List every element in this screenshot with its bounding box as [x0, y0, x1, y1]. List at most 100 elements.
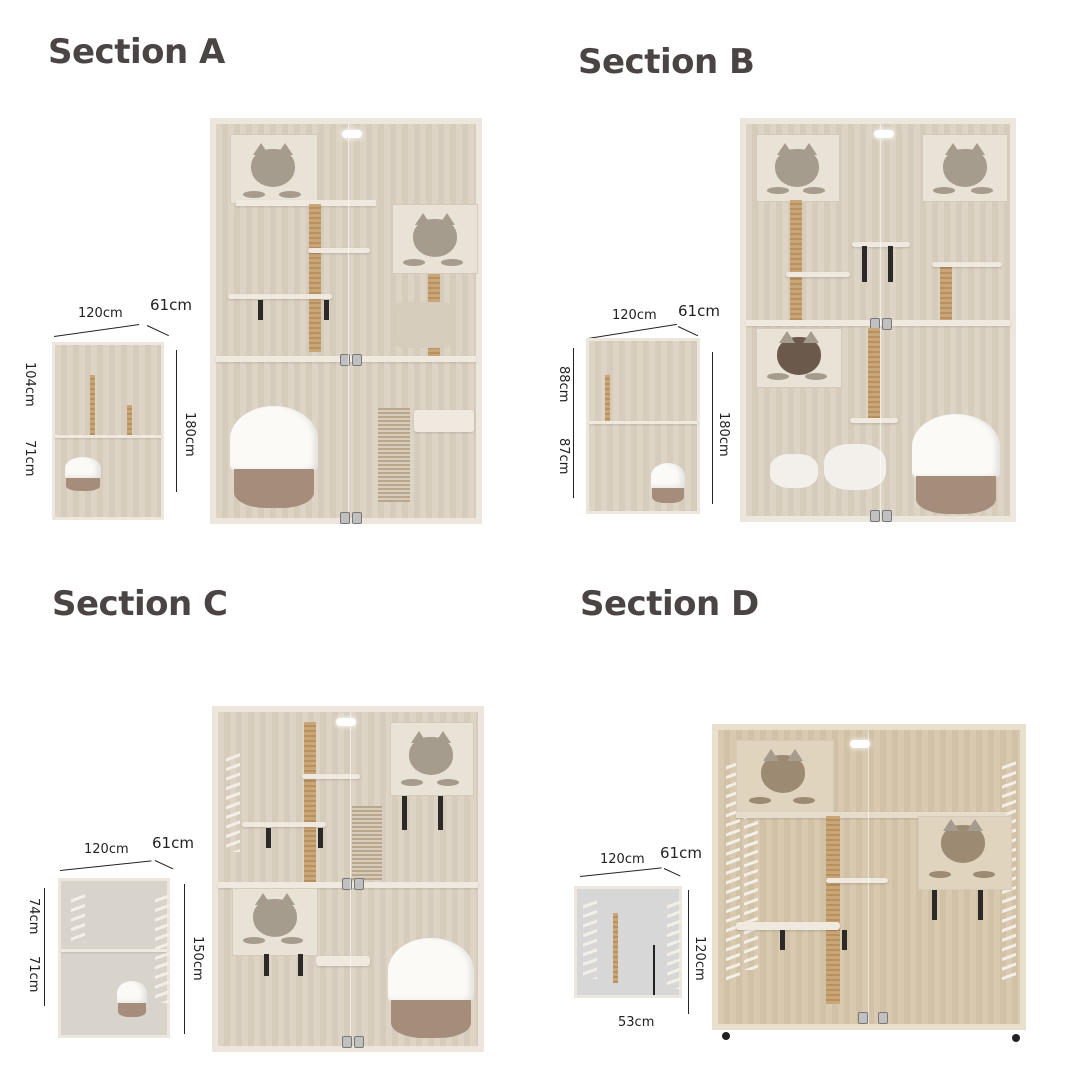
hammock-platform — [242, 822, 326, 827]
cat-house — [392, 204, 478, 274]
scratching-board — [378, 408, 410, 502]
cabinet-thumbnail — [52, 342, 164, 520]
depth-label: 61cm — [152, 834, 194, 852]
platform — [932, 262, 1002, 267]
platform — [826, 878, 888, 883]
cat-head-opening-icon — [409, 731, 453, 775]
lower-height-label: 71cm — [26, 956, 41, 993]
fish-cutout-icon — [401, 779, 423, 786]
cat-head-opening-icon — [253, 893, 297, 937]
scratching-post — [868, 328, 880, 418]
section-a-cabinet — [210, 118, 482, 524]
scratching-board — [352, 806, 382, 880]
fish-cutout-icon — [437, 779, 459, 786]
section-a-title: Section A — [48, 32, 225, 72]
depth-label: 61cm — [660, 844, 702, 862]
cat — [824, 444, 886, 490]
hammock-platform — [736, 922, 840, 930]
depth-arrow — [146, 325, 169, 337]
fish-cutout-icon — [793, 797, 815, 804]
cat-house — [922, 134, 1008, 202]
cat-house — [756, 134, 840, 202]
width-label: 120cm — [84, 842, 129, 857]
scratching-post — [309, 204, 321, 352]
section-b-title: Section B — [578, 42, 755, 82]
ceiling-light — [342, 130, 362, 138]
depth-arrow — [154, 860, 174, 870]
fish-cutout-icon — [767, 187, 789, 194]
wall-platform — [414, 410, 474, 432]
wall-platform — [316, 956, 370, 966]
cat-head-opening-icon — [413, 213, 457, 257]
cat-head-opening-icon — [777, 331, 821, 375]
cabinet-thumbnail — [574, 886, 682, 998]
section-b-cabinet — [740, 118, 1016, 522]
upper-height-label: 104cm — [22, 362, 37, 407]
covered-litter-box — [230, 406, 318, 508]
fish-cutout-icon — [243, 191, 265, 198]
cat-head-opening-icon — [251, 143, 295, 187]
fish-cutout-icon — [281, 937, 303, 944]
height-arrow — [176, 350, 177, 492]
ceiling-light — [336, 718, 356, 726]
cat-house — [918, 816, 1012, 890]
upper-height-label: 88cm — [556, 366, 571, 403]
fish-cutout-icon — [767, 373, 789, 380]
fish-cutout-icon — [441, 259, 463, 266]
clearance-label: 53cm — [618, 1015, 655, 1030]
height-arrow — [688, 890, 689, 1014]
cat-house — [232, 888, 318, 956]
wall-platform — [852, 242, 910, 247]
scratching-post — [826, 816, 840, 1004]
cat-head-opening-icon — [941, 819, 985, 863]
width-arrow — [579, 867, 662, 877]
total-height-label: 180cm — [716, 412, 731, 457]
fish-cutout-icon — [805, 373, 827, 380]
ceiling-light — [874, 130, 894, 138]
width-arrow — [59, 860, 152, 871]
platform — [786, 272, 850, 277]
fish-cutout-icon — [243, 937, 265, 944]
cat-head-opening-icon — [943, 143, 987, 187]
total-height-label: 120cm — [692, 936, 707, 981]
total-height-label: 180cm — [182, 412, 197, 457]
covered-litter-box — [388, 938, 474, 1038]
depth-label: 61cm — [678, 302, 720, 320]
ceiling-light — [850, 740, 870, 748]
upper-height-label: 74cm — [26, 898, 41, 935]
covered-litter-box — [912, 414, 1000, 514]
scratching-post — [304, 722, 316, 882]
cat-house — [230, 134, 318, 204]
section-c-title: Section C — [52, 584, 228, 624]
fish-cutout-icon — [973, 871, 995, 878]
width-label: 120cm — [78, 306, 123, 321]
scratch-pad — [396, 302, 450, 348]
cat-house — [390, 722, 474, 796]
scratching-post — [940, 264, 952, 320]
cabinet-thumbnail — [58, 878, 170, 1038]
total-height-label: 150cm — [190, 936, 205, 981]
depth-label: 61cm — [150, 296, 192, 314]
section-d-title: Section D — [580, 584, 759, 624]
cabinet-thumbnail — [586, 338, 700, 514]
depth-arrow — [663, 868, 681, 877]
platform — [308, 248, 370, 253]
hammock-platform — [228, 294, 332, 299]
cat-house — [756, 328, 842, 388]
lower-height-label: 87cm — [556, 438, 571, 475]
lower-height-label: 71cm — [22, 440, 37, 477]
section-c-cabinet — [212, 706, 484, 1052]
cat-head-opening-icon — [775, 143, 819, 187]
fish-cutout-icon — [279, 191, 301, 198]
fish-cutout-icon — [749, 797, 771, 804]
caster-wheel — [722, 1032, 730, 1040]
caster-wheel — [1012, 1034, 1020, 1042]
cat — [770, 454, 818, 488]
width-arrow — [53, 324, 140, 337]
fish-cutout-icon — [803, 187, 825, 194]
fish-cutout-icon — [971, 187, 993, 194]
width-label: 120cm — [612, 308, 657, 323]
depth-arrow — [677, 326, 699, 337]
upper-lower-arrow — [44, 888, 45, 1006]
cat-house — [736, 740, 834, 814]
